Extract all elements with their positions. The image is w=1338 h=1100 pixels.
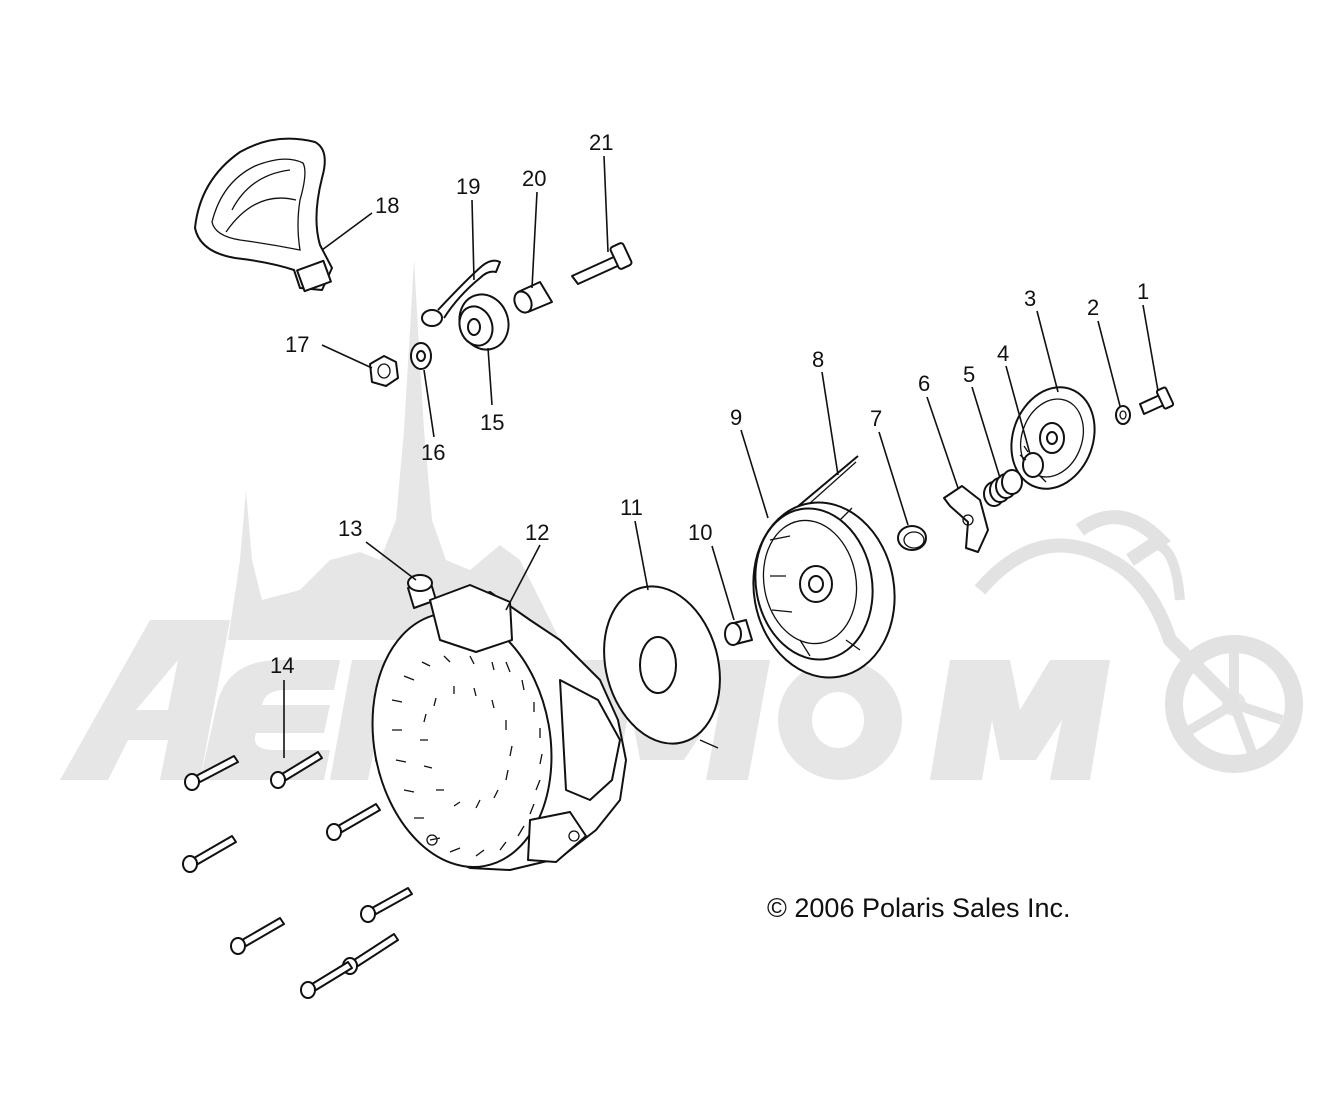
- leader-13: [365, 541, 417, 581]
- screw: [360, 887, 413, 923]
- leader-18: [321, 212, 373, 251]
- callout-2: 2: [1087, 295, 1099, 320]
- screw: [184, 755, 239, 791]
- leader-9: [740, 429, 769, 519]
- callout-17: 17: [285, 332, 309, 357]
- callout-5: 5: [963, 362, 975, 387]
- part-4-retainer: [1019, 445, 1047, 483]
- leader-11: [634, 520, 649, 591]
- leader-8: [821, 371, 839, 476]
- part-16-washer: [410, 342, 432, 370]
- callout-11: 11: [620, 495, 643, 520]
- leader-17: [321, 344, 373, 369]
- leader-5: [971, 386, 1001, 479]
- callout-18: 18: [375, 193, 399, 218]
- part-21-pin-bolt: [571, 242, 633, 285]
- callout-7: 7: [870, 406, 882, 431]
- callout-20: 20: [522, 166, 546, 191]
- leader-16: [423, 369, 435, 438]
- callout-21: 21: [589, 130, 613, 155]
- part-10-bushing: [724, 619, 753, 646]
- part-7-spring-ring: [897, 525, 927, 551]
- callout-12: 12: [525, 520, 549, 545]
- callout-6: 6: [918, 371, 930, 396]
- leader-21: [603, 155, 609, 253]
- copyright-text: © 2006 Polaris Sales Inc.: [767, 893, 1071, 923]
- callout-4: 4: [997, 341, 1009, 366]
- callout-labels: 1 2 3 4 5 6 7 8 9 10 11 12 13 14 15 16 1…: [270, 130, 1149, 678]
- housing-vent-slots: [391, 655, 543, 857]
- leader-1: [1142, 304, 1159, 392]
- leader-3: [1036, 310, 1059, 393]
- part-11-recoil-spring: [603, 585, 721, 749]
- callout-14: 14: [270, 653, 294, 678]
- leader-20: [531, 191, 538, 289]
- part-12-housing: [371, 584, 627, 871]
- callout-8: 8: [812, 347, 824, 372]
- part-2-washer: [1115, 405, 1131, 425]
- callout-10: 10: [688, 520, 712, 545]
- callout-19: 19: [456, 174, 480, 199]
- leader-12: [505, 544, 541, 611]
- callout-13: 13: [338, 516, 362, 541]
- callout-9: 9: [730, 405, 742, 430]
- part-14-screws: [182, 751, 413, 999]
- part-15-pulley: [458, 293, 510, 351]
- leader-6: [926, 396, 959, 489]
- part-20-bushing: [513, 281, 553, 314]
- screw: [182, 835, 237, 873]
- part-6-pawl: [943, 485, 989, 553]
- part-17-nut: [369, 355, 399, 387]
- screw: [326, 803, 381, 841]
- leader-19: [471, 199, 475, 281]
- callout-16: 16: [421, 440, 445, 465]
- callout-15: 15: [480, 410, 504, 435]
- screw: [270, 751, 323, 789]
- part-1-bolt: [1139, 386, 1175, 415]
- screw: [230, 917, 285, 955]
- callout-3: 3: [1024, 286, 1036, 311]
- part-18-handle: [194, 137, 333, 293]
- leader-7: [878, 431, 909, 526]
- leader-lines: [283, 155, 1159, 758]
- leader-10: [711, 545, 735, 621]
- leader-4: [1005, 365, 1031, 455]
- part-5-spring: [983, 469, 1023, 507]
- leader-15: [487, 347, 493, 406]
- leader-2: [1097, 320, 1121, 407]
- callout-1: 1: [1137, 279, 1149, 304]
- watermark-motorcycle: [974, 510, 1303, 773]
- screw: [300, 961, 353, 999]
- part-9-reel: [752, 501, 896, 679]
